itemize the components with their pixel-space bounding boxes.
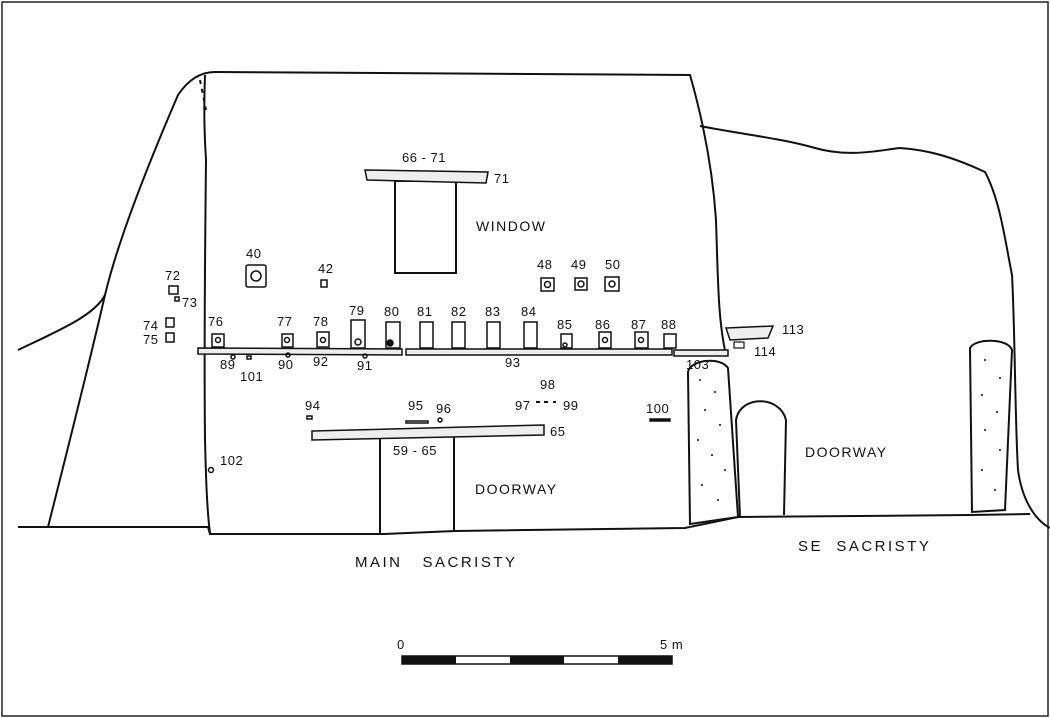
label-113: 113 [782, 322, 804, 337]
label-78: 78 [313, 314, 328, 329]
socket-76 [211, 333, 225, 348]
se-wall-outline [699, 125, 1050, 529]
ledge-113 [724, 325, 775, 341]
socket-78 [316, 331, 330, 348]
scale-seg-5 [618, 656, 672, 664]
socket-42 [320, 279, 328, 288]
label-89: 89 [220, 357, 235, 372]
window-opening [394, 180, 457, 274]
doorway-lintel [311, 424, 545, 441]
se-doorway [734, 400, 788, 518]
label-101: 101 [240, 369, 263, 384]
label-76: 76 [208, 314, 223, 329]
scale-seg-1 [402, 656, 456, 664]
label-90: 90 [278, 357, 293, 372]
socket-81 [419, 321, 434, 349]
label-doorway-se: DOORWAY [805, 444, 888, 460]
label-114: 114 [754, 344, 776, 359]
label-50: 50 [605, 257, 620, 272]
socket-79 [350, 319, 366, 349]
socket-83 [486, 321, 501, 349]
label-102: 102 [220, 453, 243, 468]
label-79: 79 [349, 303, 364, 318]
pillar-left [686, 359, 740, 526]
main-wall-outline [17, 70, 727, 356]
socket-markers [165, 264, 677, 474]
socket-50 [604, 276, 620, 292]
label-se-sacristy: SE SACRISTY [798, 538, 931, 555]
scale-seg-3 [510, 656, 564, 664]
socket-74 [165, 317, 175, 328]
scale-end-label: 5 m [660, 637, 683, 652]
pillar-right [968, 339, 1014, 514]
label-65: 65 [550, 424, 565, 439]
beam-right [673, 349, 729, 357]
socket-40 [245, 264, 267, 288]
label-81: 81 [417, 304, 432, 319]
scale-start-label: 0 [397, 637, 405, 652]
scale-bar: 0 5 m [397, 637, 683, 665]
left-buttress-line [47, 294, 106, 528]
label-main-sacristy: MAIN SACRISTY [355, 554, 518, 571]
label-82: 82 [451, 304, 466, 319]
label-74: 74 [143, 318, 158, 333]
label-42: 42 [318, 261, 333, 276]
label-83: 83 [485, 304, 500, 319]
socket-80 [385, 321, 401, 349]
socket-86 [598, 331, 612, 349]
label-103: 103 [686, 357, 709, 372]
label-66-71: 66 - 71 [402, 150, 446, 165]
label-97: 97 [515, 398, 530, 413]
label-48: 48 [537, 257, 552, 272]
label-75: 75 [143, 332, 158, 347]
label-88: 88 [661, 317, 676, 332]
label-84: 84 [521, 304, 536, 319]
socket-75 [165, 332, 175, 343]
label-77: 77 [277, 314, 292, 329]
marker-114 [733, 341, 745, 349]
label-85: 85 [557, 317, 572, 332]
label-window: WINDOW [476, 218, 546, 234]
label-95: 95 [408, 398, 423, 413]
label-92: 92 [313, 354, 328, 369]
label-98: 98 [540, 377, 555, 392]
label-87: 87 [631, 317, 646, 332]
socket-82 [451, 321, 466, 349]
label-80: 80 [384, 304, 399, 319]
label-73: 73 [182, 295, 197, 310]
pillar-stipple [697, 359, 1001, 501]
window-lintel [364, 169, 489, 184]
label-100: 100 [646, 401, 669, 416]
label-doorway-main: DOORWAY [475, 481, 558, 497]
label-72: 72 [165, 268, 180, 283]
label-86: 86 [595, 317, 610, 332]
wall-corner-line [203, 74, 211, 534]
label-59-65: 59 - 65 [393, 443, 437, 458]
socket-88 [663, 333, 677, 349]
beam-center [405, 348, 673, 356]
label-99: 99 [563, 398, 578, 413]
beam-left [197, 347, 403, 356]
label-40: 40 [246, 246, 261, 261]
socket-72 [168, 285, 179, 295]
label-49: 49 [571, 257, 586, 272]
socket-87 [634, 331, 649, 349]
socket-48 [540, 277, 555, 292]
label-96: 96 [436, 401, 451, 416]
label-94: 94 [305, 398, 320, 413]
socket-85 [560, 333, 573, 349]
ground-line [18, 513, 1031, 535]
socket-77 [281, 333, 294, 348]
socket-73 [174, 296, 180, 302]
label-71: 71 [494, 171, 509, 186]
socket-49 [574, 277, 588, 291]
label-91: 91 [357, 358, 372, 373]
socket-84 [523, 321, 538, 349]
main-doorway [379, 436, 455, 534]
socket-40-ring [250, 270, 262, 282]
label-93: 93 [505, 355, 520, 370]
